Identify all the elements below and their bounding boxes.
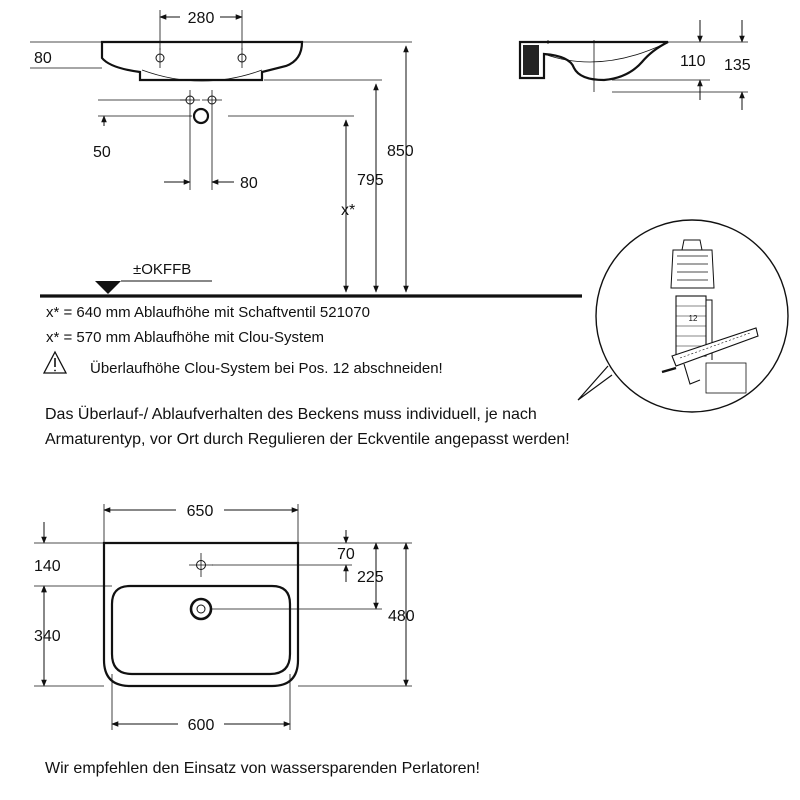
paragraph-line-1: Das Überlauf-/ Ablaufverhalten des Becke… xyxy=(45,405,537,423)
dim-225: 225 xyxy=(357,569,384,586)
dim-340: 340 xyxy=(34,628,61,645)
floor-marker-icon xyxy=(95,281,121,294)
drain-tray-icon xyxy=(661,327,759,385)
detail-pointer xyxy=(577,365,613,401)
front-tap-left-icon xyxy=(155,48,165,68)
dim-850: 850 xyxy=(387,143,414,160)
note-schaftventil: x* = 640 mm Ablaufhöhe mit Schaftventil … xyxy=(46,304,370,321)
front-basin-bowl xyxy=(141,69,263,82)
dim-600: 600 xyxy=(188,717,215,734)
overflow-pipe-icon: 12 xyxy=(675,295,713,360)
paragraph-line-2: Armaturentyp, vor Ort durch Regulieren d… xyxy=(45,431,570,448)
footer-recommendation: Wir empfehlen den Einsatz von wasserspar… xyxy=(45,760,480,777)
detail-mark-label: 12 xyxy=(689,314,698,323)
note-clou-system: x* = 570 mm Ablaufhöhe mit Clou-System xyxy=(46,329,324,346)
floor-label: ±OKFFB xyxy=(133,261,191,278)
dim-650: 650 xyxy=(187,503,214,520)
dim-795: 795 xyxy=(357,172,384,189)
front-basin-outline xyxy=(100,40,304,82)
dim-tap-spacing: 280 xyxy=(188,10,215,27)
side-wall-mount xyxy=(523,45,539,75)
front-tap-right-icon xyxy=(237,48,247,68)
dim-135: 135 xyxy=(724,57,751,74)
clou-component-top-icon xyxy=(670,239,715,289)
notes: x* = 640 mm Ablaufhöhe mit Schaftventil … xyxy=(42,304,570,448)
detail-circle: 12 xyxy=(577,219,789,413)
dim-110: 110 xyxy=(680,53,706,70)
top-view: 650 140 340 70 225 480 600 xyxy=(34,503,415,734)
warning-triangle-icon xyxy=(42,350,68,374)
front-view: 280 80 50 80 xyxy=(30,10,582,298)
dim-top-height: 80 xyxy=(34,50,52,67)
dim-140: 140 xyxy=(34,558,61,575)
detail-wall-block xyxy=(705,362,747,394)
top-tap-hole-icon xyxy=(189,553,213,577)
dim-drain-offset: 50 xyxy=(93,144,111,161)
top-drain-icon xyxy=(189,597,213,621)
top-basin-outline xyxy=(102,541,300,688)
dim-70: 70 xyxy=(337,546,355,563)
front-valve-right-icon xyxy=(202,90,222,110)
front-drain-icon xyxy=(192,107,210,125)
side-view: 110 135 xyxy=(518,20,751,110)
dim-480: 480 xyxy=(388,608,415,625)
dim-drain-spacing: 80 xyxy=(240,175,258,192)
dim-x: x* xyxy=(341,202,355,219)
note-ueberlaufhoehe: Überlaufhöhe Clou-System bei Pos. 12 abs… xyxy=(90,359,443,377)
side-basin-outline xyxy=(518,40,669,82)
top-basin-bowl xyxy=(110,584,292,676)
